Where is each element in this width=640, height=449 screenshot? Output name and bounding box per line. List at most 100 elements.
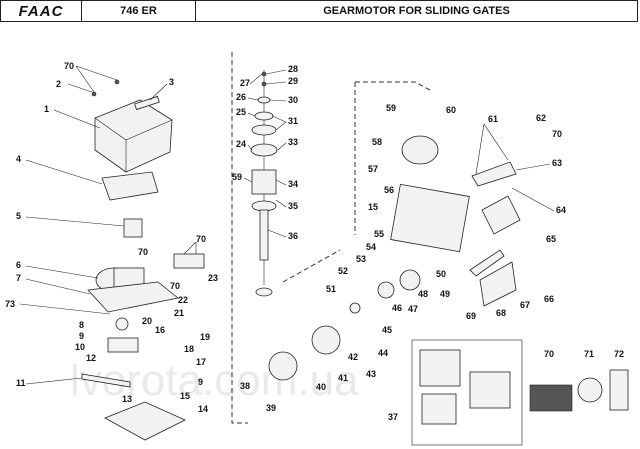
callout-73: 73 — [5, 299, 15, 309]
callout-70-f: 70 — [544, 349, 554, 359]
callout-8: 8 — [79, 320, 84, 330]
callout-10: 10 — [75, 342, 85, 352]
callout-70-d: 70 — [170, 281, 180, 291]
grease-tin — [577, 377, 603, 403]
callout-23: 23 — [208, 273, 218, 283]
callout-41: 41 — [338, 373, 348, 383]
bracket — [107, 337, 139, 353]
callout-20: 20 — [142, 316, 152, 326]
callout-70-c: 70 — [138, 247, 148, 257]
callout-6: 6 — [16, 260, 21, 270]
callout-49: 49 — [440, 289, 450, 299]
callout-15: 15 — [180, 391, 190, 401]
callout-46: 46 — [392, 303, 402, 313]
callout-66: 66 — [544, 294, 554, 304]
worm-shaft-assembly — [250, 70, 278, 297]
leader-lines — [19, 65, 555, 385]
callout-9-a: 9 — [79, 331, 84, 341]
callout-14: 14 — [198, 404, 208, 414]
callout-27: 27 — [240, 78, 250, 88]
callout-51: 51 — [326, 284, 336, 294]
callout-69: 69 — [466, 311, 476, 321]
callout-31: 31 — [288, 116, 298, 126]
reduction-gear — [399, 269, 421, 291]
screw — [91, 91, 97, 97]
callout-68: 68 — [496, 308, 506, 318]
callout-70-a: 70 — [64, 61, 74, 71]
callout-71: 71 — [584, 349, 594, 359]
callout-65: 65 — [546, 234, 556, 244]
callout-3: 3 — [169, 77, 174, 87]
angle-bracket — [479, 261, 517, 307]
base-plate — [81, 373, 131, 388]
callout-63: 63 — [552, 158, 562, 168]
callout-18: 18 — [184, 344, 194, 354]
callout-22: 22 — [178, 295, 188, 305]
callout-70-e: 70 — [552, 129, 562, 139]
callout-26: 26 — [236, 92, 246, 102]
pinion — [268, 351, 298, 381]
callout-1: 1 — [44, 104, 49, 114]
gear-wheel — [377, 281, 395, 299]
cover — [94, 99, 173, 173]
plate — [134, 95, 160, 111]
callout-43: 43 — [366, 369, 376, 379]
callout-54: 54 — [366, 242, 376, 252]
callout-62: 62 — [536, 113, 546, 123]
release-cam — [421, 393, 457, 425]
callout-4: 4 — [16, 154, 21, 164]
terminal-board — [173, 253, 205, 269]
callout-58: 58 — [372, 137, 382, 147]
rack-bracket — [469, 249, 505, 277]
callout-7: 7 — [16, 273, 21, 283]
part-labels: 70 2 3 1 4 5 6 7 73 8 9 10 12 11 13 70 7… — [5, 61, 624, 422]
callout-37: 37 — [388, 412, 398, 422]
model-code: 746 ER — [82, 1, 196, 21]
motor-base — [87, 281, 179, 313]
callout-59-b: 59 — [386, 103, 396, 113]
release-lock — [469, 371, 511, 409]
screw — [114, 79, 120, 85]
limit-switch — [471, 161, 517, 187]
callout-47: 47 — [408, 304, 418, 314]
callout-33: 33 — [288, 137, 298, 147]
oil-bottle — [609, 369, 629, 411]
callout-38: 38 — [240, 381, 250, 391]
callout-2: 2 — [56, 79, 61, 89]
oil-pack — [529, 384, 573, 412]
callout-48: 48 — [418, 289, 428, 299]
callout-45: 45 — [382, 325, 392, 335]
front-panel — [101, 171, 159, 201]
callout-11: 11 — [16, 378, 26, 388]
exploded-view-diagram: lvorota.com.ua — [5, 52, 629, 446]
electric-motor — [401, 135, 439, 165]
callout-24: 24 — [236, 139, 246, 149]
callout-52: 52 — [338, 266, 348, 276]
release-lever — [419, 349, 461, 387]
callout-35: 35 — [288, 201, 298, 211]
callout-29: 29 — [288, 76, 298, 86]
capacitor — [123, 218, 143, 238]
callout-12: 12 — [86, 353, 96, 363]
callout-64: 64 — [556, 205, 566, 215]
callout-16: 16 — [155, 325, 165, 335]
drawing-title: GEARMOTOR FOR SLIDING GATES — [323, 5, 510, 17]
callout-30: 30 — [288, 95, 298, 105]
callout-53: 53 — [356, 254, 366, 264]
dashed-separator-left — [231, 52, 248, 424]
callout-59-a: 59 — [232, 172, 242, 182]
callout-34: 34 — [288, 179, 298, 189]
callout-57: 57 — [368, 164, 378, 174]
faac-logo: FAAC — [1, 1, 82, 21]
callout-56: 56 — [384, 185, 394, 195]
callout-25: 25 — [236, 107, 246, 117]
callout-70-b: 70 — [196, 234, 206, 244]
motor-housing — [390, 183, 470, 253]
callout-60: 60 — [446, 105, 456, 115]
callout-40: 40 — [316, 382, 326, 392]
callout-19: 19 — [200, 332, 210, 342]
callout-55: 55 — [374, 229, 384, 239]
callout-67: 67 — [520, 300, 530, 310]
callout-36: 36 — [288, 231, 298, 241]
callout-42: 42 — [348, 352, 358, 362]
